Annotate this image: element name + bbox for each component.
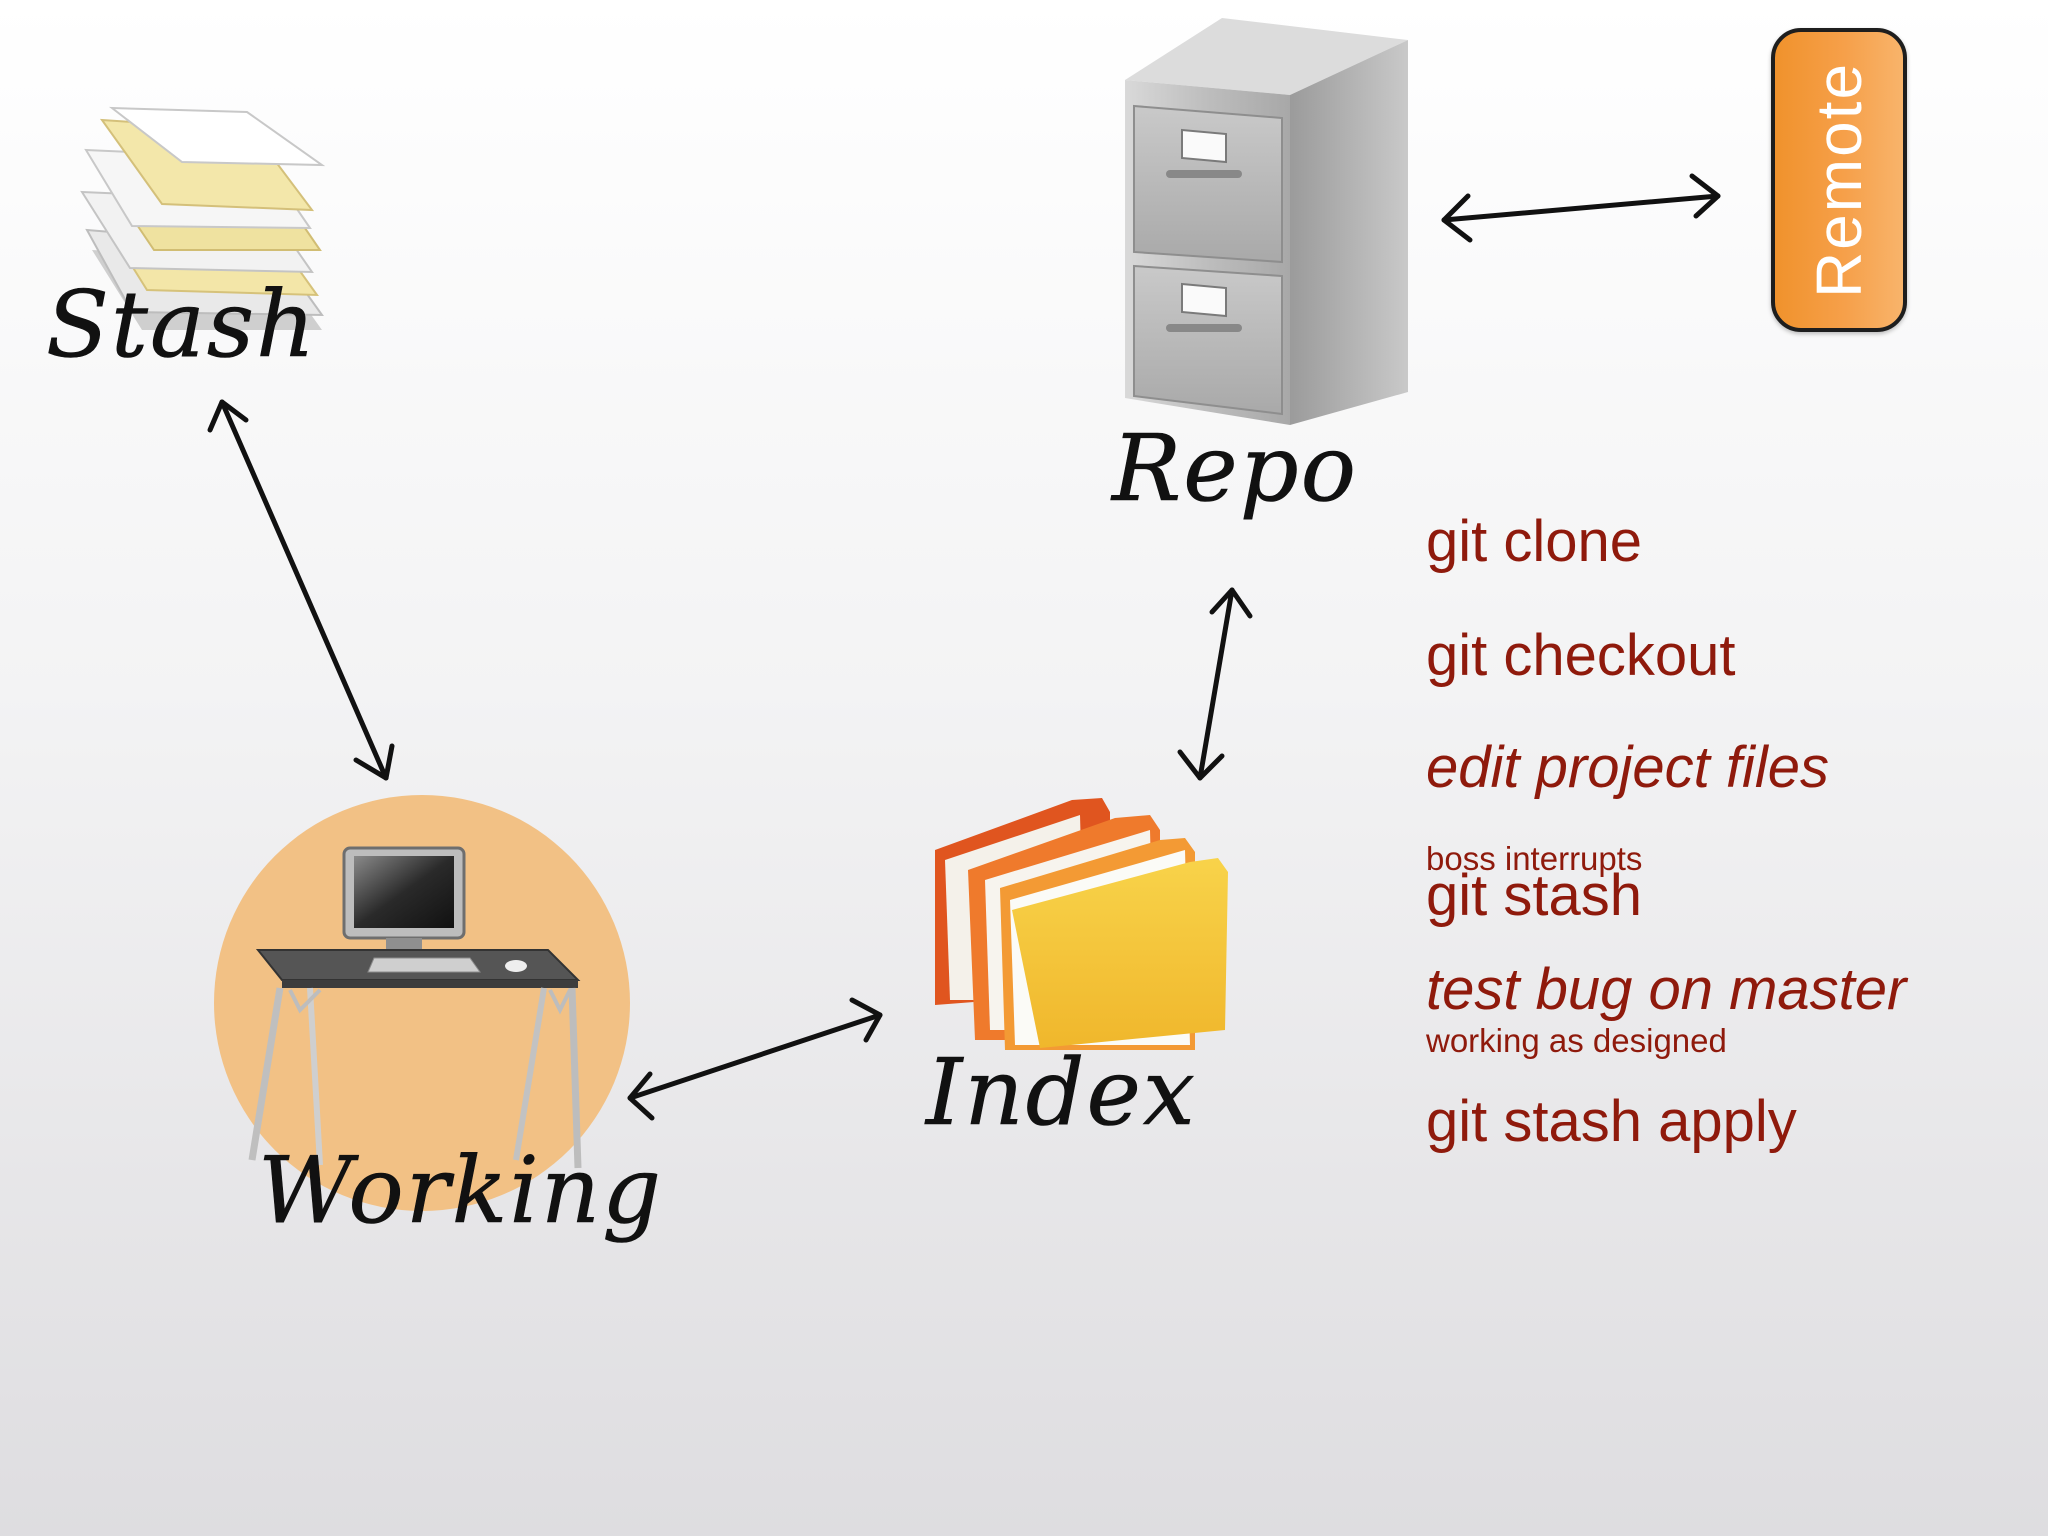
step-working-as-designed: working as designed xyxy=(1426,1022,1727,1059)
folders-icon xyxy=(935,798,1228,1050)
step-edit-project-files: edit project files xyxy=(1426,735,1829,800)
repo-label: Repo xyxy=(1110,415,1358,522)
index-label: Index xyxy=(924,1039,1197,1146)
desk-computer-icon xyxy=(214,795,630,1211)
stash-label: Stash xyxy=(46,271,317,378)
step-git-checkout: git checkout xyxy=(1426,623,1736,688)
step-boss-interrupts: boss interrupts xyxy=(1426,840,1643,877)
remote-badge: Remote xyxy=(1771,28,1907,332)
workflow-steps: git clone git checkout edit project file… xyxy=(1426,0,2026,1200)
step-git-stash-apply: git stash apply xyxy=(1426,1089,1797,1154)
step-git-clone: git clone xyxy=(1426,509,1643,574)
arrow-repo-remote xyxy=(1441,173,1721,243)
arrow-stash-working xyxy=(207,399,395,781)
filing-cabinet-icon xyxy=(1125,18,1408,425)
arrow-working-index xyxy=(627,997,883,1121)
step-test-bug-on-master: test bug on master xyxy=(1426,957,1907,1022)
step-git-stash: git stash xyxy=(1426,863,1642,928)
paper-stack-icon xyxy=(80,106,326,330)
arrow-index-repo xyxy=(1177,587,1253,781)
working-label: Working xyxy=(258,1137,663,1244)
